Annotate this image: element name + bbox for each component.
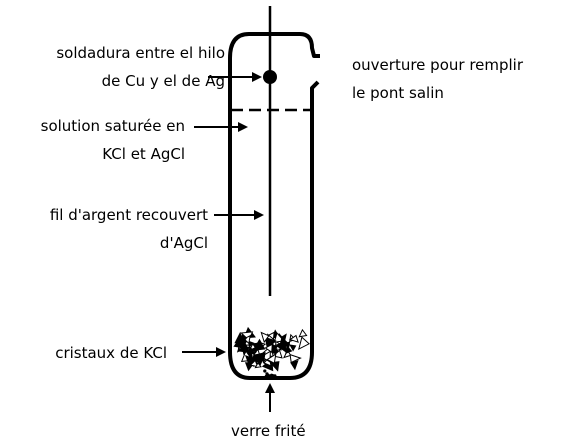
kcl-crystal — [288, 334, 299, 343]
kcl-crystal — [298, 328, 308, 338]
kcl-crystal — [255, 352, 266, 363]
label-wire: fil d'argent recouvert d'AgCl — [50, 201, 208, 257]
frit-grain — [267, 375, 271, 379]
label-opening-line-2: le pont salin — [352, 84, 444, 102]
kcl-crystal — [238, 341, 251, 353]
label-solder-line-2: de Cu y el de Ag — [101, 72, 225, 90]
frit-grain — [263, 369, 267, 373]
label-crystals: cristaux de KCl — [55, 339, 167, 367]
kcl-crystal — [243, 334, 251, 345]
arrow-frit — [265, 383, 275, 412]
kcl-crystal — [254, 361, 262, 369]
label-wire-line-1: fil d'argent recouvert — [49, 206, 208, 224]
solder-point — [263, 70, 277, 84]
kcl-crystal — [290, 360, 299, 371]
kcl-crystal — [244, 354, 256, 366]
arrow-solution — [194, 122, 248, 132]
arrow-crystals — [182, 347, 226, 357]
label-solution-line-1: solution saturée en — [40, 117, 185, 135]
label-wire-line-2: d'AgCl — [159, 234, 208, 252]
label-solution-line-2: KCl et AgCl — [102, 145, 185, 163]
label-frit: verre frité — [231, 417, 306, 445]
kcl-crystal — [250, 346, 259, 354]
frit-grain — [271, 374, 275, 378]
kcl-crystal — [298, 336, 310, 351]
kcl-crystal — [289, 353, 302, 364]
label-opening-line-1: ouverture pour remplir — [352, 56, 524, 74]
arrow-wire — [214, 210, 264, 220]
label-frit-line-1: verre frité — [231, 422, 306, 440]
kcl-crystal — [278, 336, 291, 349]
kcl-crystal — [264, 343, 273, 354]
kcl-crystal — [266, 353, 277, 364]
tube-top-edge — [249, 32, 320, 58]
arrow-solder — [208, 72, 262, 82]
label-crystals-line-1: cristaux de KCl — [55, 344, 167, 362]
glass-frit — [263, 369, 277, 379]
label-opening: ouverture pour remplir le pont salin — [352, 51, 523, 107]
kcl-crystal — [289, 344, 297, 352]
kcl-crystal — [239, 336, 248, 344]
tube-outline — [228, 32, 320, 380]
kcl-crystal — [249, 359, 259, 368]
kcl-crystal — [285, 344, 293, 354]
kcl-crystals — [233, 326, 310, 372]
label-solder-line-1: soldadura entre el hilo — [56, 44, 225, 62]
kcl-crystal — [283, 349, 292, 359]
kcl-crystal — [260, 331, 270, 344]
label-solution: solution saturée en KCl et AgCl — [41, 112, 185, 168]
label-solder: soldadura entre el hilo de Cu y el de Ag — [56, 39, 225, 95]
